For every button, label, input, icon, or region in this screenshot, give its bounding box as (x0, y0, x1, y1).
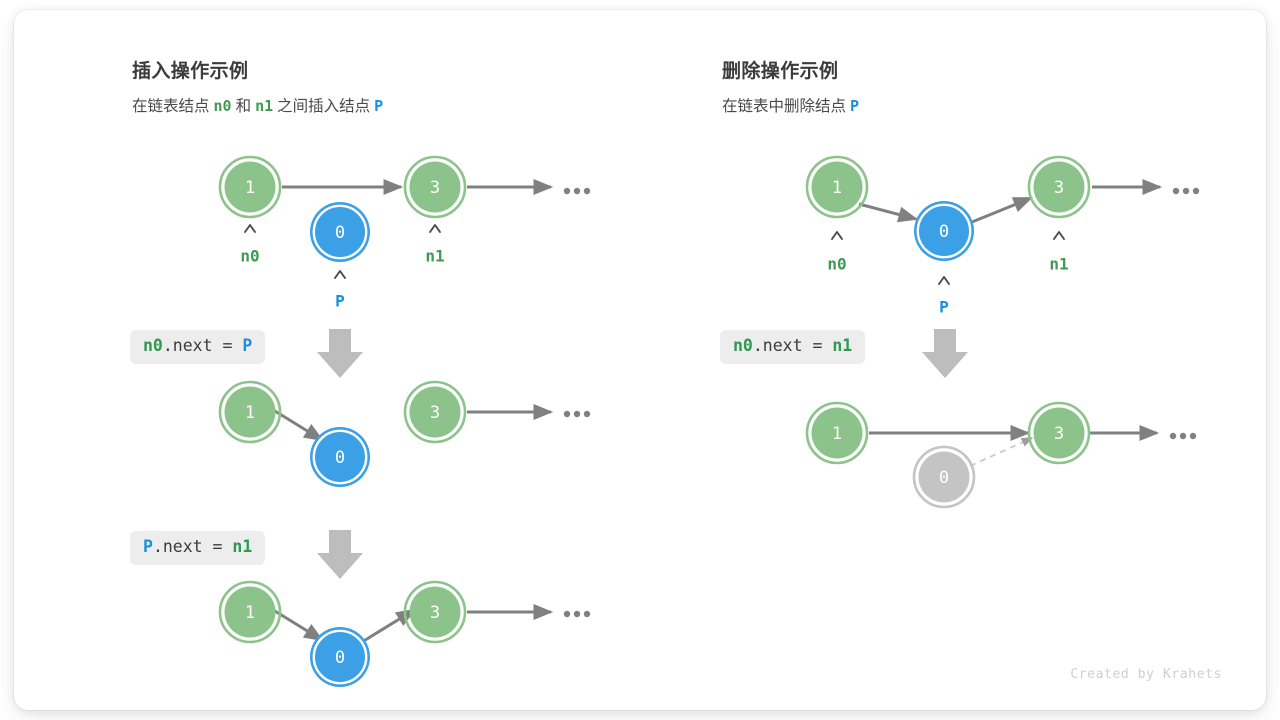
code-token-n1: n1 (232, 537, 253, 556)
node-0: 0 (310, 202, 370, 262)
node-value: 0 (335, 448, 345, 468)
node-3: 3 (403, 380, 467, 444)
pointer-label-n1: n1 (1049, 255, 1068, 274)
code-token-n0: n0 (733, 336, 753, 355)
caret-n0 (244, 224, 256, 233)
node-0: 0 (310, 627, 370, 687)
code-token-next: .next = (752, 336, 833, 355)
code-chip-insert-step2: P.next = n1 (130, 531, 266, 565)
node-3: 3 (1027, 155, 1091, 219)
node-value: 0 (335, 223, 345, 243)
node-value: 1 (245, 178, 255, 198)
subtitle-text-1: 在链表结点 (132, 98, 210, 115)
pointer-label-n0: n0 (827, 255, 846, 274)
node-value: 0 (335, 648, 345, 668)
node-value: 3 (430, 603, 440, 623)
panel-delete-title: 删除操作示例 (722, 61, 839, 82)
subtitle-text-2: 和 (235, 98, 252, 115)
node-value: 3 (430, 403, 440, 423)
insert-step1-row: 1 3 0 n0 n1 (218, 155, 591, 311)
node-0: 0 (914, 201, 974, 261)
caret-p (334, 270, 346, 279)
node-1: 1 (805, 155, 869, 219)
caret-n0 (831, 231, 843, 240)
node-1: 1 (218, 580, 282, 644)
edge-1-to-0 (269, 406, 324, 442)
node-3: 3 (403, 155, 467, 219)
code-token-n0: n0 (143, 336, 163, 355)
ellipsis (563, 610, 591, 618)
caret-n1 (1053, 231, 1065, 240)
code-token-p: P (242, 336, 253, 355)
code-chip-delete-step1: n0.next = n1 (720, 330, 866, 364)
pointer-label-n0: n0 (240, 247, 259, 266)
node-value: 0 (939, 468, 949, 488)
code-token-next: .next = (152, 537, 233, 556)
subtitle-text-1: 在链表中删除结点 (722, 98, 847, 115)
down-arrow-insert-1 (317, 329, 363, 378)
node-1: 1 (218, 155, 282, 219)
edge-1-to-0 (269, 606, 324, 642)
node-value: 1 (245, 403, 255, 423)
node-0: 0 (310, 427, 370, 487)
delete-step1-row: 1 3 0 n0 n1 P (805, 155, 1200, 317)
node-value: 0 (939, 222, 949, 242)
code-chip-insert-step1: n0.next = P (130, 330, 266, 364)
edge-p-to-n1 (971, 196, 1034, 224)
credit-text: Created by Krahets (1070, 667, 1222, 682)
ellipsis (1172, 187, 1200, 195)
ellipsis (563, 187, 591, 195)
node-value: 3 (1054, 178, 1064, 198)
ellipsis (1169, 432, 1197, 440)
panel-insert-title: 插入操作示例 (132, 61, 249, 82)
code-token-next: .next = (162, 336, 243, 355)
subtitle-token-p: P (374, 97, 384, 115)
pointer-label-p: P (335, 292, 345, 311)
insert-step3-row: 1 3 0 (218, 580, 591, 687)
node-0-removed: 0 (912, 445, 976, 509)
node-value: 3 (430, 178, 440, 198)
delete-step2-row: 1 3 0 (805, 401, 1197, 509)
edge-dashed-removed (969, 437, 1034, 467)
code-token-p: P (143, 537, 153, 556)
node-value: 3 (1054, 424, 1064, 444)
insert-step2-row: 1 3 0 (218, 380, 591, 487)
subtitle-token-n0: n0 (213, 97, 232, 115)
pointer-label-n1: n1 (425, 247, 444, 266)
down-arrow-delete-1 (922, 329, 968, 378)
subtitle-text-3: 之间插入结点 (277, 98, 371, 115)
caret-p (938, 276, 950, 285)
node-3: 3 (1027, 401, 1091, 465)
ellipsis (563, 410, 591, 418)
node-1: 1 (218, 380, 282, 444)
node-value: 1 (245, 603, 255, 623)
code-token-n1: n1 (832, 336, 853, 355)
subtitle-token-n1: n1 (255, 97, 274, 115)
node-value: 1 (832, 424, 842, 444)
delete-diagram-svg: 1 3 0 n0 n1 P (805, 155, 1200, 509)
node-value: 1 (832, 178, 842, 198)
subtitle-token-p: P (850, 97, 860, 115)
caret-n1 (429, 224, 441, 233)
node-1: 1 (805, 401, 869, 465)
node-3: 3 (403, 580, 467, 644)
insert-diagram-svg: 1 3 0 n0 n1 (218, 155, 591, 687)
down-arrow-insert-2 (317, 530, 363, 579)
pointer-label-p: P (939, 298, 949, 317)
edge-n0-to-p (858, 202, 919, 223)
